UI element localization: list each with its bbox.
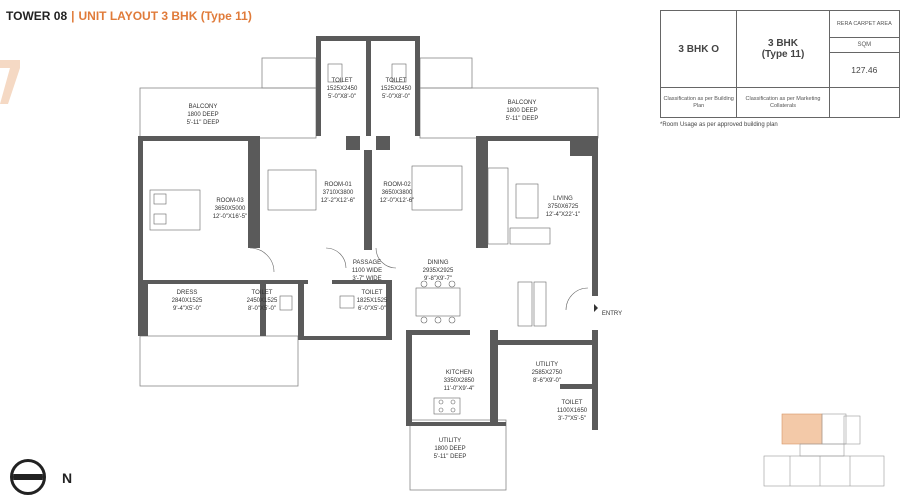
type-line1: 3 BHK [767, 38, 798, 49]
toilet-mid-mm: 1825X1525 [357, 298, 388, 304]
room02-name: ROOM-02 [383, 182, 411, 188]
toilet-utility-mm: 1100X1650 [557, 408, 588, 414]
balcony-right-mm: 1800 DEEP [506, 108, 537, 114]
toilet-dress-mm: 2450X1525 [247, 298, 278, 304]
utility-mid-name: UTILITY [536, 362, 558, 368]
key-plan-thumbnail [763, 413, 885, 487]
walls [138, 36, 598, 430]
room-labels: TOILET 1525X2450 5'-0"X8'-0" TOILET 1525X24… [172, 78, 622, 460]
north-label: N [62, 470, 73, 486]
dining-name: DINING [428, 260, 449, 266]
toilet-tr-mm: 1525X2450 [381, 86, 412, 92]
toilet-tr-ft: 5'-0"X8'-0" [382, 94, 410, 100]
toilet-dress-name: TOILET [252, 290, 273, 296]
room01-name: ROOM-01 [324, 182, 352, 188]
utility-bottom-mm: 1800 DEEP [434, 446, 465, 452]
toilet-tl-ft: 5'-0"X8'-0" [328, 94, 356, 100]
toilet-tl-name: TOILET [332, 78, 353, 84]
furniture [149, 63, 589, 415]
balcony-right-ft: 5'-11" DEEP [506, 116, 539, 122]
decorative-slash-icon [0, 60, 20, 104]
classification-marketing: Classification as per Marketing Collater… [736, 87, 830, 118]
balcony-left-name: BALCONY [189, 104, 218, 110]
balcony-right-name: BALCONY [508, 100, 537, 106]
entry-arrow-icon [594, 304, 598, 312]
type-line2: (Type 11) [761, 49, 805, 60]
dining-ft: 9'-8"X9'-7" [424, 276, 452, 282]
toilet-tr-name: TOILET [386, 78, 407, 84]
north-compass-icon [10, 459, 46, 495]
balcony-left-ft: 5'-11" DEEP [187, 120, 220, 126]
room01-ft: 12'-2"X12'-6" [321, 198, 356, 204]
type-o-label: 3 BHK O [678, 43, 719, 55]
passage-name: PASSAGE [353, 260, 381, 266]
passage-ft: 3'-7" WIDE [352, 276, 381, 282]
entry-label: ENTRY [602, 311, 622, 317]
toilet-dress-ft: 8'-0"X5'-0" [248, 306, 276, 312]
unit-info-table: 3 BHK O 3 BHK(Type 11) RERA CARPET AREA … [659, 10, 900, 118]
living-name: LIVING [553, 196, 573, 202]
utility-bottom-name: UTILITY [439, 438, 461, 444]
balcony-left-notch [261, 57, 317, 89]
toilet-tl-mm: 1525X2450 [327, 86, 358, 92]
rera-header: RERA CARPET AREA [828, 10, 900, 38]
room02-ft: 12'-0"X12'-6" [380, 198, 415, 204]
balcony-left-outline [139, 87, 317, 139]
toilet-utility-ft: 3'-7"X5'-5" [558, 416, 586, 422]
classification-building: Classification as per Building Plan [659, 87, 738, 118]
room-usage-note: *Room Usage as per approved building pla… [660, 122, 778, 128]
passage-mm: 1100 WIDE [352, 268, 382, 274]
dress-mm: 2840X1525 [172, 298, 203, 304]
toilet-utility-name: TOILET [562, 400, 583, 406]
utility-bottom-ft: 5'-11" DEEP [434, 454, 467, 460]
tower-label: TOWER 08 [6, 9, 68, 23]
utility-mid-ft: 8'-6"X9'-0" [533, 378, 561, 384]
balcony-left-mm: 1800 DEEP [187, 112, 218, 118]
balcony-right-notch [419, 57, 473, 89]
utility-bottom-outline [409, 419, 507, 491]
living-mm: 3750X6725 [548, 204, 579, 210]
dress-name: DRESS [177, 290, 198, 296]
balcony-bottom-left [139, 335, 299, 387]
unit-layout-label: UNIT LAYOUT 3 BHK (Type 11) [78, 9, 252, 23]
kitchen-mm: 3350X2850 [444, 378, 475, 384]
empty-cell [828, 87, 900, 118]
toilet-mid-name: TOILET [362, 290, 383, 296]
toilet-mid-ft: 6'-0"X5'-0" [358, 306, 386, 312]
room02-mm: 3650X3800 [382, 190, 413, 196]
dining-mm: 2935X2925 [423, 268, 454, 274]
room03-mm: 3650X5000 [215, 206, 246, 212]
room03-ft: 12'-0"X16'-5" [213, 214, 248, 220]
dress-ft: 9'-4"X5'-0" [173, 306, 201, 312]
room03-name: ROOM-03 [216, 198, 244, 204]
living-ft: 12'-4"X22'-1" [546, 212, 581, 218]
kitchen-name: KITCHEN [446, 370, 472, 376]
utility-mid-mm: 2585X2750 [532, 370, 563, 376]
rera-area-value: 127.46 [828, 52, 900, 88]
title-separator: | [71, 9, 75, 23]
room01-mm: 3710X3800 [323, 190, 354, 196]
kitchen-ft: 11'-0"X9'-4" [444, 386, 475, 392]
page-title: TOWER 08|UNIT LAYOUT 3 BHK (Type 11) [6, 9, 252, 23]
